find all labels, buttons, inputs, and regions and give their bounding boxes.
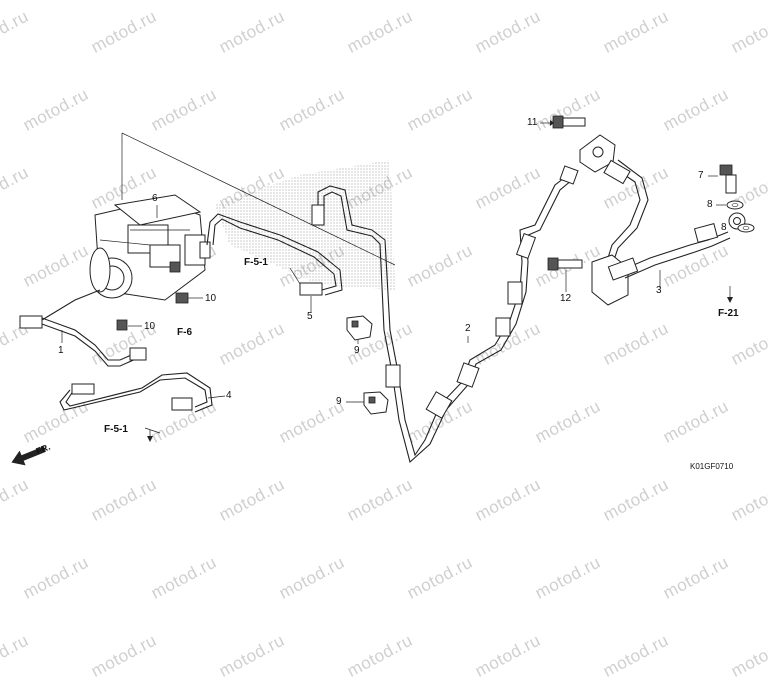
watermark-text: motod.ru [472, 630, 544, 681]
callout-6: 6 [152, 193, 158, 204]
callout-8-lower: 8 [721, 222, 727, 233]
bolt-12 [547, 257, 583, 292]
watermark-text: motod.ru [88, 630, 160, 681]
front-arrow-icon [11, 446, 46, 466]
bolt-10-lower [116, 319, 142, 331]
parts-diagram: motod.ru motod.ru motod.ru motod.ru motod.ru… [0, 7, 768, 681]
callout-9-upper: 9 [354, 345, 360, 356]
brake-pipe-1 [19, 289, 147, 367]
callout-10-lower: 10 [144, 321, 156, 332]
watermark-text: motod.ru [216, 630, 288, 681]
watermark-text: motod.ru [728, 630, 768, 681]
reference-f-5-1-lower[interactable]: F-5-1 [104, 424, 128, 435]
watermark-text: motod.ru [344, 630, 416, 681]
reference-f-6[interactable]: F-6 [177, 327, 192, 338]
reference-f-21[interactable]: F-21 [718, 308, 739, 319]
watermark-text: motod.ru [0, 630, 32, 681]
brake-pipe-upper [206, 185, 373, 312]
guide-line [121, 132, 396, 266]
washer-8-upper [716, 200, 744, 210]
washer-8-lower [737, 223, 755, 233]
bolt-7 [708, 164, 737, 194]
callout-1: 1 [58, 345, 64, 356]
abs-modulator-unit [89, 194, 211, 301]
brake-hose-2 [371, 165, 579, 464]
callout-5: 5 [307, 311, 313, 322]
bolt-10-upper [175, 292, 203, 304]
reference-f-5-1-upper[interactable]: F-5-1 [244, 257, 268, 268]
callout-9-lower: 9 [336, 396, 342, 407]
callout-12: 12 [560, 293, 572, 304]
diagram-drawing [11, 115, 755, 466]
brake-pipe-4 [59, 372, 226, 413]
shading-area [215, 160, 395, 290]
watermark-text: motod.ru [600, 630, 672, 681]
bolt-11 [540, 115, 586, 129]
callout-7: 7 [698, 170, 704, 181]
callout-8-upper: 8 [707, 199, 713, 210]
callout-2: 2 [465, 323, 471, 334]
callout-10-upper: 10 [205, 293, 217, 304]
callout-3: 3 [656, 285, 662, 296]
callout-4: 4 [226, 390, 232, 401]
clamp-9-lower [346, 391, 389, 415]
clamp-9-upper [346, 315, 373, 344]
brake-hose-3 [579, 134, 746, 306]
callout-11: 11 [527, 117, 538, 128]
diagram-code: K01GF0710 [690, 462, 734, 471]
